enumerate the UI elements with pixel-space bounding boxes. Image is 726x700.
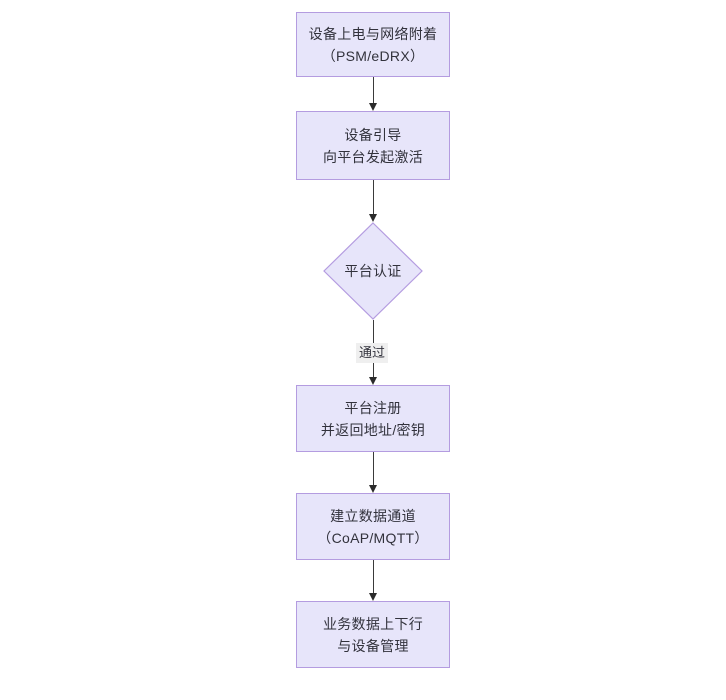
flow-node-platform-auth-decision[interactable]: 平台认证 — [323, 222, 423, 320]
connector-line — [373, 560, 374, 593]
flow-node-line1: 平台认证 — [344, 263, 402, 279]
arrowhead-icon — [369, 593, 377, 601]
flow-connector-5 — [369, 560, 377, 601]
arrowhead-icon — [369, 103, 377, 111]
flow-node-business-data[interactable]: 业务数据上下行 与设备管理 — [296, 601, 450, 668]
flow-node-device-bootstrap[interactable]: 设备引导 向平台发起激活 — [296, 111, 450, 180]
flow-node-device-power-on[interactable]: 设备上电与网络附着 （PSM/eDRX） — [296, 12, 450, 77]
flow-node-line2: 向平台发起激活 — [322, 148, 424, 165]
connector-line — [373, 180, 374, 214]
connector-line — [373, 77, 374, 103]
connector-line — [373, 452, 374, 485]
flow-node-platform-registration[interactable]: 平台注册 并返回地址/密钥 — [296, 385, 450, 452]
flow-node-line1: 建立数据通道 — [330, 507, 416, 524]
flow-node-line1: 设备引导 — [344, 126, 402, 143]
flow-node-line1: 设备上电与网络附着 — [308, 25, 438, 42]
arrowhead-icon — [369, 377, 377, 385]
flow-node-line2: （PSM/eDRX） — [321, 47, 425, 64]
arrowhead-icon — [369, 485, 377, 493]
arrowhead-icon — [369, 214, 377, 222]
flow-connector-1 — [369, 77, 377, 111]
flow-node-line1: 业务数据上下行 — [322, 615, 424, 632]
flow-node-line2: （CoAP/MQTT） — [317, 529, 429, 546]
flow-node-line2: 与设备管理 — [337, 637, 409, 654]
edge-label-pass: 通过 — [356, 343, 389, 363]
flow-node-line2: 并返回地址/密钥 — [320, 421, 426, 438]
diamond-shape-icon — [323, 222, 423, 320]
flow-node-data-channel[interactable]: 建立数据通道 （CoAP/MQTT） — [296, 493, 450, 560]
flow-node-line1: 平台注册 — [344, 399, 402, 416]
flow-connector-2 — [369, 180, 377, 222]
flow-connector-4 — [369, 452, 377, 493]
